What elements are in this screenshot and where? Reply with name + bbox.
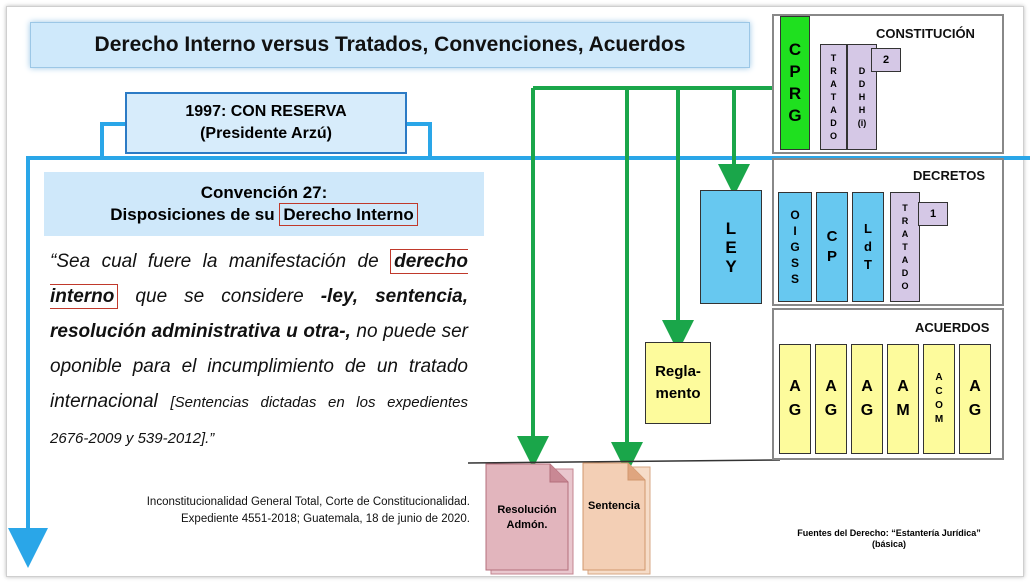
quote-text: “Sea cual fuere la manifestación de dere…	[50, 244, 469, 456]
shelf-base-line	[467, 459, 781, 464]
ley-box: L E Y	[700, 190, 762, 304]
reglamento-line1: Regla-	[655, 363, 701, 380]
label-acuerdos: ACUERDOS	[915, 320, 990, 335]
acuerdo-acom: A C O M	[923, 344, 955, 454]
quote-part2: que se considere	[118, 286, 321, 307]
convencion-line1: Convención 27:	[200, 183, 328, 202]
badge-1: 1	[918, 202, 948, 226]
quote-part3: no puede ser oponible para el incumplimi…	[50, 321, 469, 412]
footer-line1: Fuentes del Derecho: “Estantería Jurídic…	[797, 528, 981, 538]
tratado-box-decretos: T R A T A D O	[890, 192, 920, 302]
blue-bracket	[100, 122, 125, 157]
convencion-highlight: Derecho Interno	[279, 203, 418, 226]
reserva-box: 1997: CON RESERVA (Presidente Arzú)	[125, 92, 407, 154]
ldt-box: L d T	[852, 192, 884, 302]
igss-box: O I G S S	[778, 192, 812, 302]
page-title: Derecho Interno versus Tratados, Convenc…	[30, 22, 750, 68]
quote-highlight: derecho interno	[50, 249, 469, 309]
quote-part1: “Sea cual fuere la manifestación de	[50, 251, 379, 272]
footer-caption: Fuentes del Derecho: “Estantería Jurídic…	[776, 528, 1002, 550]
citation: Inconstitucionalidad General Total, Cort…	[60, 494, 470, 528]
reserva-line1: 1997: CON RESERVA	[185, 103, 347, 120]
label-constitucion: CONSTITUCIÓN	[876, 26, 975, 41]
blue-bracket-right	[407, 122, 432, 157]
citation-line2: Expediente 4551-2018; Guatemala, 18 de j…	[181, 513, 470, 525]
reglamento-box: Regla- mento	[645, 342, 711, 424]
acuerdo-ag-2: A G	[815, 344, 847, 454]
sentencia-doc: Sentencia	[588, 499, 640, 512]
acuerdo-ag-1: A G	[779, 344, 811, 454]
quote-bold: -ley, sentencia, resolución administrati…	[50, 286, 469, 342]
citation-line1: Inconstitucionalidad General Total, Cort…	[146, 496, 470, 508]
convencion-line2-prefix: Disposiciones de su	[110, 205, 280, 224]
document-shapes	[485, 462, 651, 575]
acuerdo-am: A M	[887, 344, 919, 454]
badge-2: 2	[871, 48, 901, 72]
cp-box: C P	[816, 192, 848, 302]
resolucion-line1: Resolución	[497, 504, 557, 516]
tratado-box-constitucion: T R A T A D O	[820, 44, 847, 150]
reserva-line2: (Presidente Arzú)	[200, 125, 332, 142]
quote-small: [Sentencias dictadas en los expedientes …	[50, 394, 468, 447]
resolucion-line2: Admón.	[506, 519, 548, 531]
acuerdo-ag-3: A G	[851, 344, 883, 454]
convencion-box: Convención 27: Disposiciones de su Derec…	[44, 172, 484, 236]
label-decretos: DECRETOS	[913, 168, 985, 183]
reglamento-line2: mento	[655, 385, 701, 402]
footer-line2: (básica)	[871, 539, 906, 549]
cprg-box: C P R G	[780, 16, 810, 150]
acuerdo-ag-4: A G	[959, 344, 991, 454]
